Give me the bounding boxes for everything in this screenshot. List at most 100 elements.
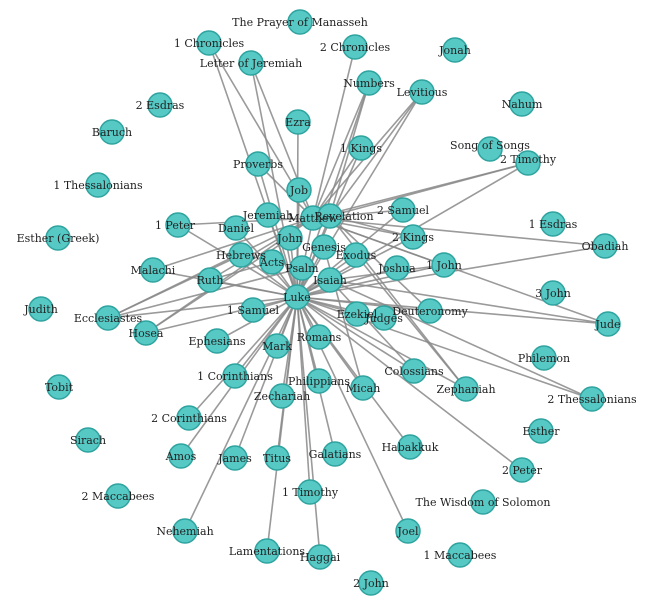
node-circle[interactable] bbox=[344, 301, 370, 327]
node-1peter[interactable] bbox=[165, 212, 191, 238]
node-1timothy[interactable] bbox=[297, 479, 323, 505]
node-judges[interactable] bbox=[371, 305, 397, 331]
node-2corinthians[interactable] bbox=[176, 405, 202, 431]
node-romans[interactable] bbox=[306, 324, 332, 350]
node-job[interactable] bbox=[286, 177, 312, 203]
node-circle[interactable] bbox=[46, 374, 72, 400]
node-songofsongs[interactable] bbox=[477, 136, 503, 162]
node-circle[interactable] bbox=[147, 92, 173, 118]
node-jeremiah[interactable] bbox=[255, 202, 281, 228]
node-genesis[interactable] bbox=[311, 234, 337, 260]
node-circle[interactable] bbox=[322, 441, 348, 467]
node-nahum[interactable] bbox=[509, 91, 535, 117]
node-circle[interactable] bbox=[284, 284, 310, 310]
node-galatians[interactable] bbox=[322, 441, 348, 467]
node-circle[interactable] bbox=[350, 375, 376, 401]
node-circle[interactable] bbox=[176, 405, 202, 431]
node-acts[interactable] bbox=[259, 249, 285, 275]
node-circle[interactable] bbox=[285, 109, 311, 135]
node-circle[interactable] bbox=[417, 298, 443, 324]
node-circle[interactable] bbox=[371, 305, 397, 331]
node-wisdom[interactable] bbox=[470, 489, 496, 515]
node-circle[interactable] bbox=[28, 296, 54, 322]
node-colossians[interactable] bbox=[401, 358, 427, 384]
node-circle[interactable] bbox=[515, 150, 541, 176]
node-circle[interactable] bbox=[223, 215, 249, 241]
node-circle[interactable] bbox=[287, 9, 313, 35]
node-circle[interactable] bbox=[297, 479, 323, 505]
node-circle[interactable] bbox=[269, 383, 295, 409]
node-luke[interactable] bbox=[284, 284, 310, 310]
node-circle[interactable] bbox=[197, 267, 223, 293]
node-leviticus[interactable] bbox=[409, 79, 435, 105]
node-micah[interactable] bbox=[350, 375, 376, 401]
node-habakkuk[interactable] bbox=[397, 434, 423, 460]
node-circle[interactable] bbox=[264, 333, 290, 359]
node-circle[interactable] bbox=[196, 30, 222, 56]
node-circle[interactable] bbox=[228, 242, 254, 268]
node-circle[interactable] bbox=[442, 37, 468, 63]
node-circle[interactable] bbox=[289, 255, 315, 281]
node-hosea[interactable] bbox=[133, 320, 159, 346]
node-circle[interactable] bbox=[204, 328, 230, 354]
node-joel[interactable] bbox=[395, 518, 421, 544]
node-baruch[interactable] bbox=[99, 119, 125, 145]
node-jude[interactable] bbox=[595, 311, 621, 337]
node-circle[interactable] bbox=[540, 211, 566, 237]
node-circle[interactable] bbox=[401, 358, 427, 384]
node-circle[interactable] bbox=[395, 518, 421, 544]
node-circle[interactable] bbox=[579, 386, 605, 412]
node-circle[interactable] bbox=[168, 443, 194, 469]
node-1maccabees[interactable] bbox=[447, 542, 473, 568]
node-circle[interactable] bbox=[317, 267, 343, 293]
node-3john[interactable] bbox=[540, 280, 566, 306]
node-philippians[interactable] bbox=[306, 368, 332, 394]
node-circle[interactable] bbox=[397, 434, 423, 460]
node-ruth[interactable] bbox=[197, 267, 223, 293]
node-circle[interactable] bbox=[172, 518, 198, 544]
node-circle[interactable] bbox=[592, 233, 618, 259]
node-circle[interactable] bbox=[409, 79, 435, 105]
node-2timothy[interactable] bbox=[515, 150, 541, 176]
node-tobit[interactable] bbox=[46, 374, 72, 400]
node-2chronicles[interactable] bbox=[342, 34, 368, 60]
node-deuteronomy[interactable] bbox=[417, 298, 443, 324]
node-2peter[interactable] bbox=[509, 457, 535, 483]
node-circle[interactable] bbox=[343, 242, 369, 268]
node-titus[interactable] bbox=[264, 445, 290, 471]
node-circle[interactable] bbox=[277, 225, 303, 251]
node-mark[interactable] bbox=[264, 333, 290, 359]
node-2thessalonians[interactable] bbox=[579, 386, 605, 412]
node-circle[interactable] bbox=[470, 489, 496, 515]
node-circle[interactable] bbox=[75, 427, 101, 453]
node-circle[interactable] bbox=[453, 376, 479, 402]
node-circle[interactable] bbox=[400, 224, 426, 250]
node-2kings[interactable] bbox=[400, 224, 426, 250]
node-revelation[interactable] bbox=[317, 203, 343, 229]
node-joshua[interactable] bbox=[384, 255, 410, 281]
node-zechariah[interactable] bbox=[269, 383, 295, 409]
node-psalm[interactable] bbox=[289, 255, 315, 281]
node-circle[interactable] bbox=[509, 91, 535, 117]
node-circle[interactable] bbox=[140, 257, 166, 283]
node-circle[interactable] bbox=[540, 280, 566, 306]
node-circle[interactable] bbox=[240, 297, 266, 323]
node-circle[interactable] bbox=[254, 538, 280, 564]
node-ecclesiastes[interactable] bbox=[95, 305, 121, 331]
node-esther[interactable] bbox=[528, 418, 554, 444]
node-2john[interactable] bbox=[358, 570, 384, 596]
node-circle[interactable] bbox=[477, 136, 503, 162]
node-ezekiel[interactable] bbox=[344, 301, 370, 327]
node-circle[interactable] bbox=[245, 151, 271, 177]
node-circle[interactable] bbox=[306, 324, 332, 350]
node-exodus[interactable] bbox=[343, 242, 369, 268]
node-circle[interactable] bbox=[45, 225, 71, 251]
node-circle[interactable] bbox=[99, 119, 125, 145]
node-haggai[interactable] bbox=[307, 544, 333, 570]
node-1chronicles[interactable] bbox=[196, 30, 222, 56]
node-circle[interactable] bbox=[384, 255, 410, 281]
node-nehemiah[interactable] bbox=[172, 518, 198, 544]
node-circle[interactable] bbox=[264, 445, 290, 471]
node-philemon[interactable] bbox=[531, 345, 557, 371]
node-zephaniah[interactable] bbox=[453, 376, 479, 402]
